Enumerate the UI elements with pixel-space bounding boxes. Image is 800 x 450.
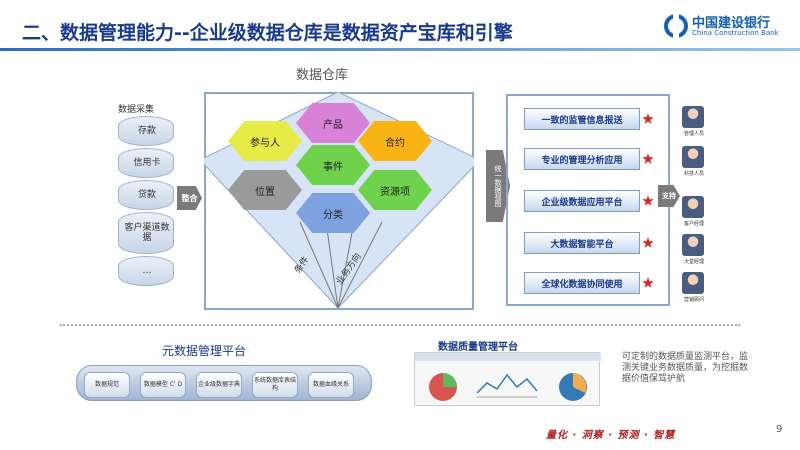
dq-thumbnail-graphic bbox=[415, 353, 601, 401]
dimension-line bbox=[337, 221, 383, 309]
source-item: … bbox=[142, 266, 152, 276]
hex-location: 位置 bbox=[228, 170, 302, 210]
page-number: 9 bbox=[776, 424, 783, 435]
section-divider bbox=[60, 324, 740, 326]
red-star-icon bbox=[642, 277, 654, 288]
person-label: 客户经理 bbox=[683, 221, 704, 227]
dimension-line bbox=[325, 221, 339, 309]
app-item: 企业级数据应用平台 bbox=[524, 190, 640, 212]
metadata-item: 数据规范 bbox=[84, 372, 130, 398]
warehouse-title: 数据仓库 bbox=[296, 68, 349, 83]
source-item: 贷款 bbox=[137, 190, 156, 200]
integrate-arrow: 整合 bbox=[177, 186, 202, 210]
source-item: 信用卡 bbox=[133, 158, 161, 168]
hex-contract: 合约 bbox=[358, 121, 432, 161]
person-label: 营销顾问 bbox=[683, 297, 704, 303]
metadata-item: 企业级数据字典 bbox=[196, 372, 242, 398]
source-cylinder: 存款 bbox=[118, 116, 174, 146]
hex-event: 事件 bbox=[296, 145, 370, 185]
data-quality-title: 数据质量管理平台 bbox=[438, 342, 518, 353]
red-star-icon bbox=[642, 113, 654, 124]
person-icon bbox=[682, 146, 704, 168]
app-item: 一致的监管信息报送 bbox=[524, 108, 640, 130]
person-label: 管理人员 bbox=[683, 131, 704, 137]
source-cylinder: 信用卡 bbox=[118, 148, 174, 178]
metadata-item: 系统数据库表结构 bbox=[252, 372, 298, 398]
dimension-line bbox=[337, 221, 355, 309]
data-quality-screenshot bbox=[414, 352, 601, 406]
dq-line-icon bbox=[476, 373, 538, 394]
person-label: 大堂经理 bbox=[683, 259, 704, 265]
dq-toolbar bbox=[415, 353, 601, 361]
ccb-logo-icon bbox=[664, 14, 688, 38]
person-icon bbox=[682, 196, 704, 218]
source-item: 客户渠道数据 bbox=[124, 223, 170, 243]
hex-product: 产品 bbox=[296, 103, 370, 143]
person-label: 科技人员 bbox=[683, 171, 704, 177]
hex-classification: 分类 bbox=[296, 193, 370, 233]
source-cylinder: 客户渠道数据 bbox=[118, 212, 174, 254]
source-cylinder: … bbox=[118, 256, 174, 286]
footer-slogan: 量化 · 洞察 · 预测 · 智慧 bbox=[546, 430, 676, 441]
title-divider bbox=[0, 48, 800, 51]
dq-pie-slice-icon bbox=[443, 373, 457, 387]
metadata-item: 数据血缘关系 bbox=[308, 372, 354, 398]
person-icon bbox=[682, 272, 704, 294]
bank-logo: 中国建设银行 China Construction Bank bbox=[664, 10, 790, 46]
app-item: 全球化数据协同使用 bbox=[524, 272, 640, 294]
source-cylinder: 贷款 bbox=[118, 180, 174, 210]
red-star-icon bbox=[642, 195, 654, 206]
metadata-title: 元数据管理平台 bbox=[162, 344, 247, 358]
app-item: 大数据智能平台 bbox=[524, 232, 640, 254]
source-item: 存款 bbox=[137, 126, 156, 136]
person-icon bbox=[682, 106, 704, 128]
logo-en-text: China Construction Bank bbox=[692, 29, 779, 37]
hex-resource: 资源项 bbox=[358, 170, 432, 210]
logo-cn-text: 中国建设银行 bbox=[692, 16, 771, 31]
dq-pie-slice-icon bbox=[573, 373, 587, 393]
data-source-label: 数据采集 bbox=[118, 105, 155, 115]
metadata-item: 数据模型 C' D bbox=[140, 372, 186, 398]
app-item: 专业的管理分析应用 bbox=[524, 148, 640, 170]
data-quality-description: 可定制的数据质量监测平台，监测关键业务数据质量，为挖掘数据价值保驾护航 bbox=[622, 352, 749, 384]
hex-party: 参与人 bbox=[228, 121, 302, 161]
person-icon bbox=[682, 234, 704, 256]
dimension-line bbox=[299, 221, 339, 309]
red-star-icon bbox=[642, 153, 654, 164]
page-title: 二、数据管理能力--企业级数据仓库是数据资产宝库和引擎 bbox=[22, 22, 513, 44]
support-arrow: 支持 bbox=[658, 185, 680, 207]
red-star-icon bbox=[642, 237, 654, 248]
